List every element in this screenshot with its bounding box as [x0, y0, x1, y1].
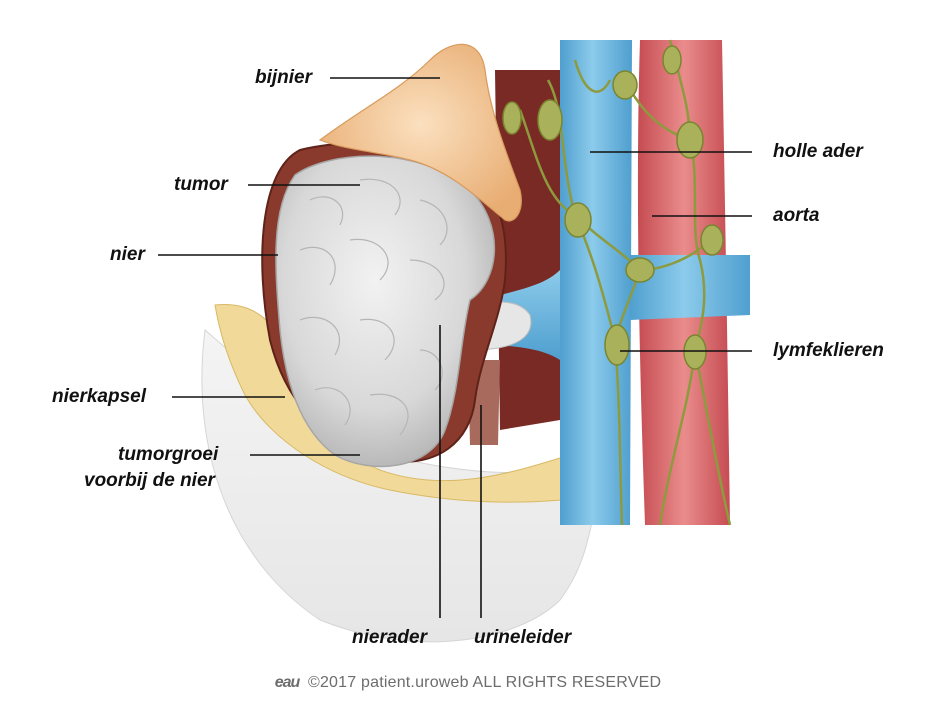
- label-urineleider: urineleider: [474, 627, 572, 648]
- label-nierader: nierader: [352, 627, 427, 648]
- label-nier: nier: [110, 244, 145, 265]
- label-nierkapsel: nierkapsel: [52, 386, 146, 407]
- label-lymfeklieren: lymfeklieren: [773, 340, 884, 361]
- label-tumorgroei-line2: voorbij de nier: [84, 470, 215, 491]
- copyright-footer: eau ©2017 patient.uroweb ALL RIGHTS RESE…: [0, 674, 936, 692]
- label-tumor: tumor: [174, 174, 228, 195]
- eau-logo: eau: [274, 674, 301, 691]
- label-bijnier: bijnier: [255, 67, 313, 88]
- label-holle-ader: holle ader: [773, 141, 863, 162]
- label-aorta: aorta: [773, 205, 820, 226]
- label-tumorgroei-line1: tumorgroei: [118, 444, 219, 465]
- copyright-text: ©2017 patient.uroweb ALL RIGHTS RESERVED: [307, 674, 662, 691]
